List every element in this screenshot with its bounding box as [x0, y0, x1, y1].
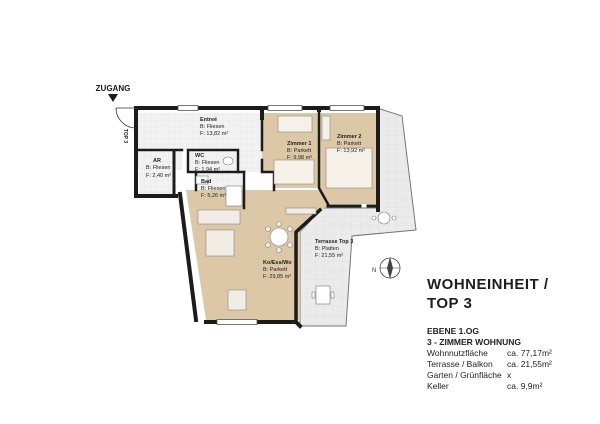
unit-info-panel: WOHNEINHEIT / TOP 3 EBENE 1.OG 3 - ZIMME… [427, 275, 597, 392]
svg-text:B: Parkett: B: Parkett [287, 148, 312, 154]
info-row-value: ca. 9,9m² [507, 381, 543, 391]
svg-text:F: 21,55 m²: F: 21,55 m² [315, 253, 343, 259]
room-label-terrace: Terrasse Top 3 B: Platten F: 21,55 m² [315, 239, 353, 259]
terrace-floor [299, 107, 417, 327]
wc-floor [190, 150, 236, 172]
windows [177, 105, 365, 325]
entrance-door [115, 107, 137, 129]
room-label-entree: Entreé B: Fliesen F: 13,82 m² [200, 117, 228, 137]
svg-text:F: 13,82 m²: F: 13,82 m² [200, 131, 228, 137]
unit-title-line1: WOHNEINHEIT / [427, 276, 549, 293]
info-row-label: Wohnnutzfläche [427, 348, 488, 358]
svg-text:WC: WC [195, 153, 204, 159]
svg-text:Terrasse Top 3: Terrasse Top 3 [315, 239, 353, 245]
svg-text:B: Fliesen: B: Fliesen [200, 124, 224, 130]
room-label-zimmer2: Zimmer 2 B: Parkett F: 13,92 m² [337, 134, 365, 154]
room-label-zimmer1: Zimmer 1 B: Parkett F: 9,98 m² [287, 141, 312, 161]
svg-text:B: Parkett: B: Parkett [337, 141, 362, 147]
svg-text:B: Fliesen: B: Fliesen [201, 186, 225, 192]
room-label-bad: Bad B: Fliesen F: 5,26 m² [201, 179, 226, 199]
walls [134, 106, 380, 329]
svg-text:B: Fliesen: B: Fliesen [146, 165, 170, 171]
bedroom-furniture [273, 115, 373, 189]
svg-text:F: 29,85 m²: F: 29,85 m² [263, 274, 291, 280]
info-row-value: ca. 21,55m² [507, 359, 552, 369]
apartment-type: 3 - ZIMMER WOHNUNG [427, 337, 521, 347]
living-furniture [197, 207, 317, 311]
room-label-ar: AR B: Fliesen F: 2,40 m² [146, 158, 171, 179]
info-row: Garten / Grünfläche x [427, 370, 597, 381]
level-label: EBENE 1.OG [427, 326, 479, 336]
room-label-living: Ko/Ess/Wo B: Parkett F: 29,85 m² [263, 260, 292, 280]
svg-text:Entreé: Entreé [200, 117, 217, 123]
info-row-label: Terrasse / Balkon [427, 359, 493, 369]
svg-text:F: 5,26 m²: F: 5,26 m² [201, 193, 226, 199]
svg-text:Ko/Ess/Wo: Ko/Ess/Wo [263, 260, 292, 266]
info-row: Terrasse / Balkon ca. 21,55m² [427, 359, 597, 370]
info-row: Wohnnutzfläche ca. 77,17m² [427, 348, 597, 359]
svg-text:Zimmer 2: Zimmer 2 [337, 134, 361, 140]
svg-text:B: Fliesen: B: Fliesen [195, 160, 219, 166]
svg-text:B: Parkett: B: Parkett [263, 267, 288, 273]
svg-text:F: 1,94 m²: F: 1,94 m² [195, 167, 220, 173]
svg-text:F: 13,92 m²: F: 13,92 m² [337, 148, 365, 154]
svg-text:B: Platten: B: Platten [315, 246, 339, 252]
svg-text:F: 2,40 m²: F: 2,40 m² [146, 173, 171, 179]
svg-text:AR: AR [153, 158, 161, 164]
wc-fixtures [195, 156, 243, 207]
terrace-furniture [311, 211, 397, 305]
room-label-wc: WC B: Fliesen F: 1,94 m² [195, 153, 220, 173]
north-arrow-icon [379, 257, 401, 279]
svg-text:Zimmer 1: Zimmer 1 [287, 141, 311, 147]
north-label: N [372, 268, 376, 274]
info-row: Keller ca. 9,9m² [427, 381, 597, 392]
ar-floor [139, 152, 174, 196]
top-tag: TOP 3 [122, 129, 128, 143]
unit-title-line2: TOP 3 [427, 295, 473, 312]
svg-text:Bad: Bad [201, 179, 211, 185]
entrance-arrow-icon [108, 94, 118, 102]
info-row-value: ca. 77,17m² [507, 348, 552, 358]
svg-text:F: 9,98 m²: F: 9,98 m² [287, 155, 312, 161]
entrance-label: ZUGANG [96, 84, 131, 93]
info-row-label: Garten / Grünfläche [427, 370, 502, 380]
info-row-label: Keller [427, 381, 449, 391]
info-row-value: x [507, 370, 512, 380]
